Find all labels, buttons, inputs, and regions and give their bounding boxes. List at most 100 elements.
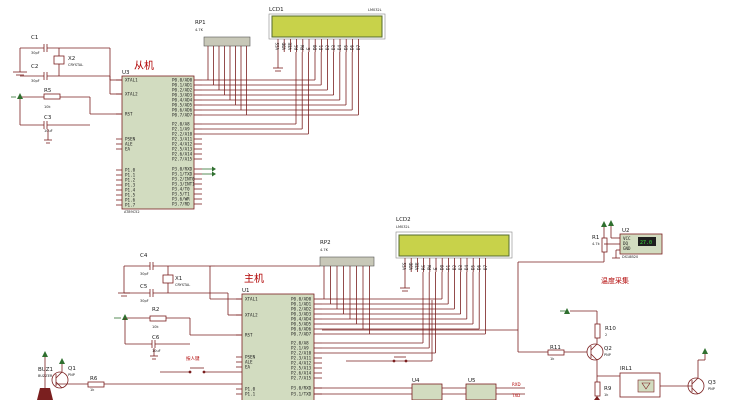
lcd1-pin-12: D6 [350, 44, 355, 50]
u1-pin-right-13: P2.5/A13 [291, 366, 312, 371]
c3-label: C3 [44, 115, 52, 121]
u3-pin-right-1: P0.1/AD1 [172, 83, 193, 88]
lcd2-pin-1: VDD [408, 262, 413, 270]
master-data-bus [322, 272, 518, 354]
u3-pin-left-8: P1.2 [125, 178, 136, 183]
lcd1-pin-4: RW [300, 44, 305, 50]
u2-readout: 27.0 [640, 240, 652, 246]
rp1-value: 4.7K [195, 28, 204, 32]
u3-pin-left-12: P1.6 [125, 198, 136, 203]
u3-pin-right-2: P0.2/AD2 [172, 88, 193, 93]
lcd2-pin-3: RS [421, 264, 426, 270]
lcd2-pin-7: D1 [446, 264, 451, 270]
u1-pin-right-7: P0.7/AD7 [291, 332, 312, 337]
u1-pin-left-7: P1.1 [245, 392, 256, 397]
r11-label: R11 [550, 345, 561, 351]
q1-label: Q1 [68, 366, 76, 372]
master-title: 主机 [244, 272, 264, 285]
lcd1-pin-11: D5 [343, 44, 348, 50]
buz1-label: BUZ1 [38, 367, 53, 373]
u3-pin-left-6: P1.0 [125, 168, 136, 173]
u3-pin-right-3: P0.3/AD3 [172, 93, 193, 98]
temp-title: 温度采集 [601, 276, 629, 285]
slave-title: 从机 [134, 59, 154, 72]
u3-pin-right-12: P2.4/A12 [172, 142, 193, 147]
lcd1-pin-10: D4 [337, 44, 342, 50]
u3-pin-right-13: P2.5/A13 [172, 147, 193, 152]
lcd2-pin-13: D7 [483, 264, 488, 270]
lcd1-pin-7: D1 [319, 44, 324, 50]
u1-label: U1 [242, 288, 250, 294]
u2-pin-vcc: VCC [623, 236, 631, 241]
lcd1-part: LM032L [368, 8, 382, 12]
u1-pin-right-16: P3.0/RXD [291, 386, 312, 391]
u1-pin-right-11: P2.3/A11 [291, 356, 312, 361]
u3-pin-right-15: P2.7/A15 [172, 157, 193, 162]
u3-pin-left-7: P1.1 [125, 173, 136, 178]
u1-pin-right-8: P2.0/A8 [291, 341, 309, 346]
u3-microcontroller: 从机 U3 AT89C52 XTAL1XTAL2RSTPSENALEEAP1.0… [116, 59, 202, 214]
u1-pin-right-5: P0.5/AD5 [291, 322, 312, 327]
lcd2-part: LM032L [396, 225, 410, 229]
lcd1-pin-0: VSS [275, 42, 280, 50]
master-oscillator: C4 30pF C5 30pF X1 CRYSTAL [118, 253, 242, 316]
u3-pin-right-4: P0.4/AD4 [172, 98, 193, 103]
q3-label: Q3 [708, 380, 716, 386]
lcd2-pin-5: E [433, 267, 438, 270]
lcd1-pin-3: RS [294, 44, 299, 50]
lcd2-pin-4: RW [427, 264, 432, 270]
x2-label: X2 [68, 56, 75, 62]
u1-pin-left-1: XTAL2 [245, 313, 258, 318]
c1-label: C1 [31, 35, 38, 41]
r2-label: R2 [152, 307, 159, 313]
lcd2-pin-8: D2 [452, 264, 457, 270]
u3-pin-left-3: PSEN [125, 137, 136, 142]
u5-body [465, 383, 497, 400]
u3-pin-right-11: P2.3/A11 [172, 137, 193, 142]
r10-label: R10 [605, 326, 616, 332]
u3-pin-right-7: P0.7/AD7 [172, 113, 193, 118]
u3-pin-right-8: P2.0/A8 [172, 122, 190, 127]
u3-pin-left-5: EA [125, 147, 131, 152]
rp2-body [319, 256, 375, 267]
master-reset: R2 10k C6 10uF 按人键 [114, 307, 242, 374]
u1-pin-right-17: P3.1/TXD [291, 392, 312, 397]
u3-pin-right-6: P0.6/AD6 [172, 108, 193, 113]
x2-value: CRYSTAL [68, 63, 83, 67]
u3-body [121, 75, 195, 210]
lcd2-pin-6: D0 [439, 264, 444, 270]
c1-value: 30pF [31, 51, 40, 55]
lcd2-pin-2: VEE [415, 262, 420, 270]
irl1-label: IRL1 [620, 366, 632, 372]
u3-pin-right-10: P2.2/A10 [172, 132, 193, 137]
q3-value: PNP [708, 387, 715, 391]
rxd-label: RXD [512, 382, 521, 387]
c4-label: C4 [140, 253, 148, 259]
u1-pin-right-1: P0.1/AD1 [291, 302, 312, 307]
c4-value: 30pF [140, 272, 149, 276]
u4-u5-block: U4 U5 RXD TXD [314, 300, 525, 400]
lcd2-pin-9: D3 [458, 264, 463, 270]
c6-label: C6 [152, 335, 160, 341]
u3-pin-left-10: P1.4 [125, 188, 136, 193]
u3-pin-left-9: P1.3 [125, 183, 136, 188]
r6-value: 1k [90, 388, 95, 392]
lcd1-pin-5: E [306, 47, 311, 50]
u3-pin-right-14: P2.6/A14 [172, 152, 193, 157]
c6-value: 10uF [152, 349, 161, 353]
rp1-body [203, 36, 251, 47]
c5-label: C5 [140, 284, 148, 290]
r9-value: 1k [604, 393, 609, 397]
u3-pin-left-2: RST [125, 112, 133, 117]
u3-pin-right-16: P3.0/RXD [172, 167, 193, 172]
u3-pin-right-17: P3.1/TXD [172, 172, 193, 177]
lcd2-label: LCD2 [396, 217, 411, 223]
slave-data-bus [202, 52, 359, 177]
u2-pin-dq: DQ [623, 241, 629, 246]
u1-pin-right-0: P0.0/AD0 [291, 297, 312, 302]
r10-value: 2 [605, 333, 607, 337]
lcd1-pin-8: D2 [325, 44, 330, 50]
lcd2-pin-10: D4 [464, 264, 469, 270]
